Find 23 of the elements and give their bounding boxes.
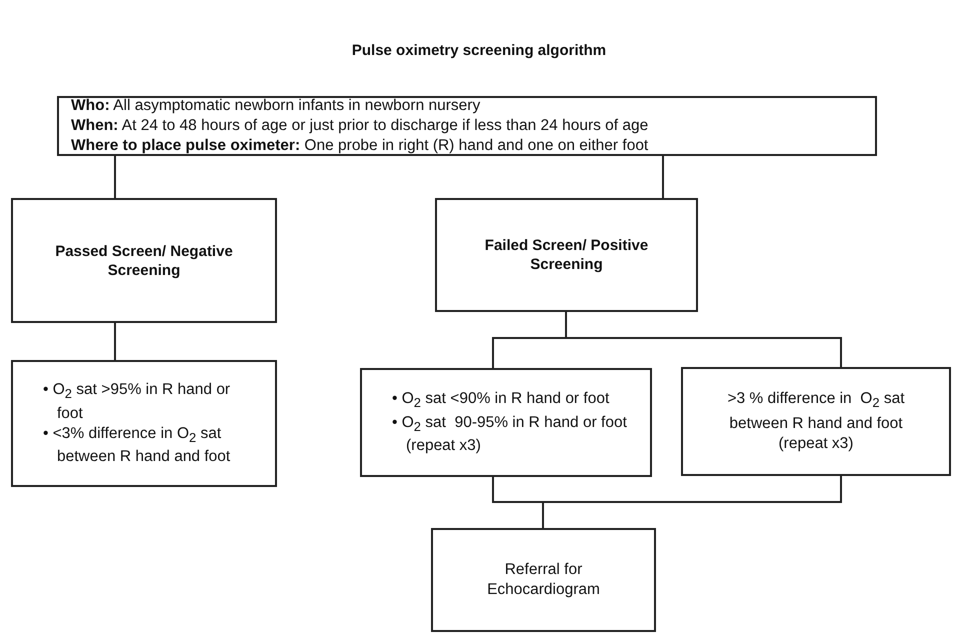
connector-line [565,312,842,367]
process-box [431,528,656,632]
connector-line [114,156,116,198]
box-text: Referral for Echocardiogram [486,560,601,600]
box-text: >3 % difference in O$_{2}$ sat between R hand and foot (repeat x3) [726,389,906,454]
process-box [360,368,652,477]
connector-line [662,156,664,198]
process-box [11,360,277,487]
bullet-text: • O$_{2}$ sat 90-95% in R hand or foot (repeat x3) [392,412,628,456]
connector-line [114,323,116,360]
box-heading: Passed Screen/ Negative Screening [54,242,234,280]
diagram-title: Pulse oximetry screening algorithm [352,42,606,59]
bullet-text: • O$_{2}$ sat <90% in R hand or foot [392,389,610,412]
process-box [681,367,951,476]
box-text: Who: All asymptomatic newborn infants in newborn nursery [71,96,480,116]
process-box [435,198,698,312]
process-box [57,96,877,156]
box-heading: Failed Screen/ Positive Screening [484,236,650,274]
bullet-text: • <3% difference in O$_{2}$ sat between R hand and foot [43,424,232,467]
box-text: Where to place pulse oximeter: One probe in right (R) hand and one on either foot [71,136,648,156]
box-text: When: At 24 to 48 hours of age or just prior to discharge if less than 24 hours of age [71,116,648,136]
connector-line [542,476,842,528]
process-box [11,198,277,323]
